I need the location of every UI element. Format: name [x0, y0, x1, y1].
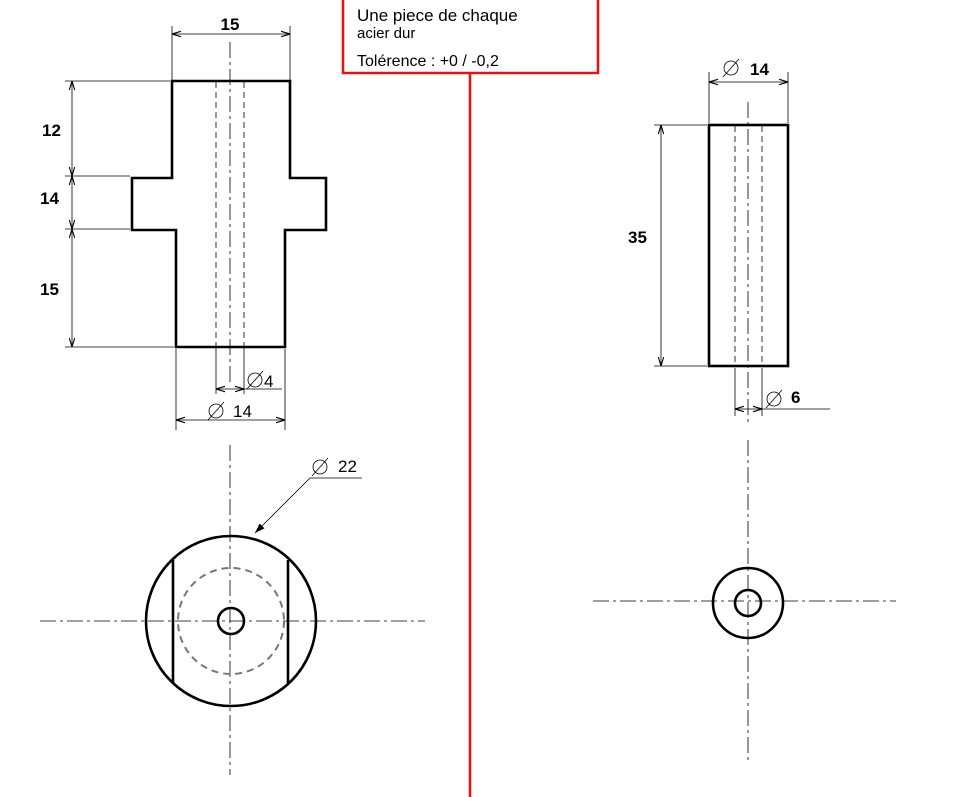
- part1-bore-circle: [216, 606, 246, 636]
- part1-flange-circle: [144, 534, 318, 708]
- part2-top-view: [593, 440, 896, 760]
- note-line-3: Tolérence : +0 / -0,2: [357, 53, 499, 70]
- part2-bore-circle: [733, 588, 763, 618]
- part2-outer-circle: [711, 566, 785, 640]
- note-box: Une piece de chaque acier dur Tolérence …: [341, 0, 600, 75]
- dim-height-bottom-label: 15: [40, 280, 59, 299]
- note-line-1: Une piece de chaque: [357, 6, 518, 25]
- dim-flange-dia-label: 22: [338, 457, 357, 476]
- diameter-symbol-icon: [246, 370, 264, 390]
- part1-front-view: [130, 42, 328, 382]
- dim-top-width-label: 15: [221, 15, 240, 34]
- diameter-symbol-icon: [765, 389, 783, 409]
- part1-hidden-circle: [177, 567, 285, 675]
- part1-top-view: 22: [40, 445, 425, 775]
- part2-dimensions: 14 35 6: [628, 58, 830, 416]
- part1-dimensions: 15 12 14 15 4 14: [40, 15, 291, 430]
- diameter-symbol-icon: [207, 401, 225, 421]
- dim-height-top-label: 12: [42, 121, 61, 140]
- dim-part2-outer-dia-label: 14: [750, 60, 769, 79]
- dim-bore-label: 4: [264, 372, 273, 391]
- part2-front-view: [707, 102, 790, 425]
- dim-shank-dia-label: 14: [233, 402, 252, 421]
- note-line-2: acier dur: [357, 25, 415, 42]
- diameter-symbol-icon: [722, 58, 740, 78]
- part2-outline: [707, 123, 790, 368]
- diameter-symbol-icon: [311, 457, 329, 477]
- dim-flange-dia-leader: [254, 477, 311, 534]
- dim-height-flange-label: 14: [40, 189, 59, 208]
- dim-part2-bore-label: 6: [791, 388, 800, 407]
- part1-outline: [130, 79, 328, 349]
- dim-part2-length-label: 35: [628, 228, 647, 247]
